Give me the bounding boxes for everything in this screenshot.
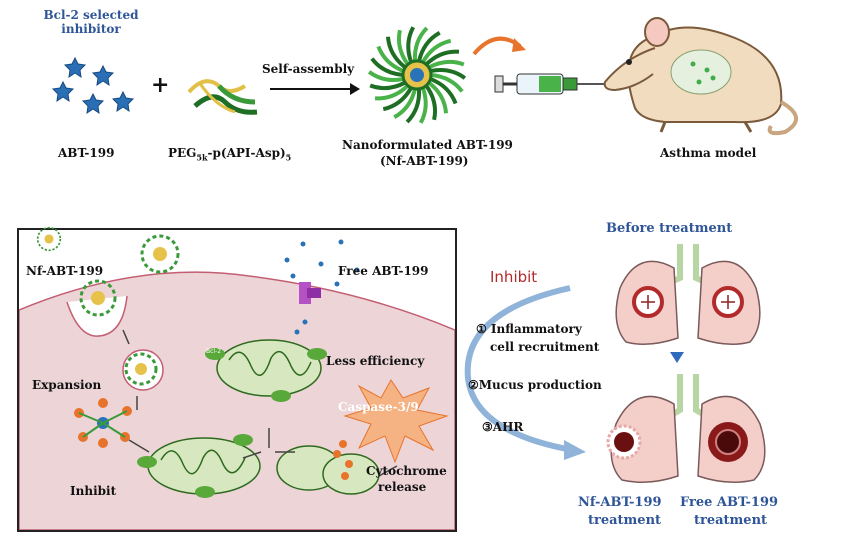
cell-panel	[17, 228, 457, 532]
inhibit-effects-label: Inhibit	[490, 268, 538, 286]
nanoparticle-spoke	[382, 86, 413, 112]
self-assembly-label: Self-assembly	[262, 62, 355, 76]
nanoformulated-label-2: (Nf-ABT-199)	[380, 154, 469, 168]
nf-particle-icon-2	[140, 234, 180, 274]
syringe-icon	[494, 73, 621, 95]
nanoparticle-spoke	[374, 84, 410, 101]
inhibit-cell-label: Inhibit	[70, 484, 117, 498]
nf-abt199-cell-label: Nf-ABT-199	[26, 264, 104, 278]
bcl2-tag-label: Bcl-2	[206, 348, 222, 355]
effect-cell-recruitment: cell recruitment	[490, 340, 600, 354]
effect-ahr: ③AHR	[482, 420, 524, 434]
effects-arc	[464, 285, 586, 460]
nanoparticle-icon	[367, 26, 467, 124]
asthma-model-label: Asthma model	[660, 146, 757, 160]
nanoparticle-spoke	[430, 73, 464, 93]
nanoparticle-spoke	[429, 77, 458, 105]
lungs-after-icon	[606, 374, 766, 483]
nanoparticle-spoke	[367, 70, 404, 83]
less-efficiency-label: Less efficiency	[326, 354, 425, 368]
nanoparticle-spoke	[430, 67, 467, 80]
nanoparticle-spoke	[406, 26, 416, 63]
inhibitor-title: Bcl-2 selected inhibitor	[43, 8, 139, 36]
expanded-particle-icon	[74, 398, 132, 448]
cytochrome-label-1: Cytochrome	[366, 464, 447, 478]
nanoparticle-spoke	[421, 38, 452, 64]
nanoparticle-spoke	[393, 88, 417, 120]
nanoparticle-spoke	[417, 30, 441, 62]
nanoparticle-spoke	[418, 87, 428, 124]
nanoparticle-spoke	[376, 45, 405, 73]
nanoparticle-spoke	[427, 80, 449, 114]
free-abt199-label: Free ABT-199	[338, 264, 429, 278]
nanoparticle-spoke	[412, 26, 429, 62]
effect-inflammatory: ① Inflammatory	[476, 322, 582, 336]
nanoparticle-spoke	[369, 80, 407, 91]
nf-particle-icon-3	[79, 279, 117, 317]
down-arrow-icon	[670, 352, 684, 363]
polymer-label: PEG5k-p(API-Asp)5	[168, 146, 292, 163]
cytochrome-label-2: release	[378, 480, 427, 494]
nanoparticle-spoke	[396, 29, 410, 66]
nf-particle-icon-4	[124, 352, 158, 386]
caspase-label: Caspase-3/9	[338, 400, 419, 414]
nf-treatment-label-2: treatment	[588, 513, 662, 528]
effect-mucus: ②Mucus production	[468, 378, 602, 392]
nanoparticle-spoke	[427, 59, 465, 70]
expansion-label: Expansion	[32, 378, 102, 392]
nanoparticle-spoke	[405, 88, 422, 124]
mouse-icon	[603, 17, 798, 136]
nanoparticle-spoke	[370, 57, 404, 77]
abt199-label: ABT-199	[58, 146, 115, 160]
nanoparticle-spoke	[424, 84, 438, 121]
nanoformulated-label-1: Nanoformulated ABT-199	[342, 138, 513, 152]
lungs-before-icon	[615, 244, 761, 345]
plus-sign: +	[151, 72, 170, 98]
abt199-molecules-icon	[52, 57, 134, 114]
free-treatment-label-2: treatment	[694, 513, 768, 528]
free-treatment-label-1: Free ABT-199	[680, 495, 779, 510]
polymer-icon	[187, 79, 258, 115]
nf-treatment-label-1: Nf-ABT-199	[578, 495, 662, 510]
nanoparticle-spoke	[385, 36, 407, 70]
nanoparticle-spoke	[424, 49, 460, 66]
before-treatment-label: Before treatment	[606, 221, 733, 236]
self-assembly-arrow	[270, 83, 360, 95]
transfer-arrow	[472, 36, 526, 56]
nf-particle-icon-1	[36, 226, 62, 252]
